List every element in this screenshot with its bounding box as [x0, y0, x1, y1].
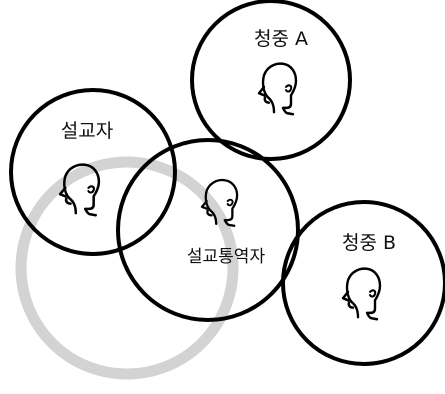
- interpreter-circle: [116, 138, 300, 322]
- interpreter-node: 설교통역자: [116, 138, 300, 322]
- listener-b-label: 청중 B: [342, 232, 396, 254]
- background-circle: [15, 156, 239, 380]
- preacher-label: 설교자: [61, 120, 113, 142]
- preacher-circle: [9, 88, 177, 256]
- listener-a-circle: [190, 0, 352, 161]
- listener-b-circle: [281, 200, 445, 366]
- listener-a-label: 청중 A: [254, 28, 308, 50]
- head-profile-icon: [341, 267, 382, 321]
- head-profile-icon: [257, 62, 298, 116]
- listener-b-node: 청중 B: [281, 200, 445, 366]
- listener-a-node: 청중 A: [190, 0, 352, 161]
- preacher-node: 설교자: [9, 88, 177, 256]
- interpreter-label: 설교통역자: [187, 247, 266, 267]
